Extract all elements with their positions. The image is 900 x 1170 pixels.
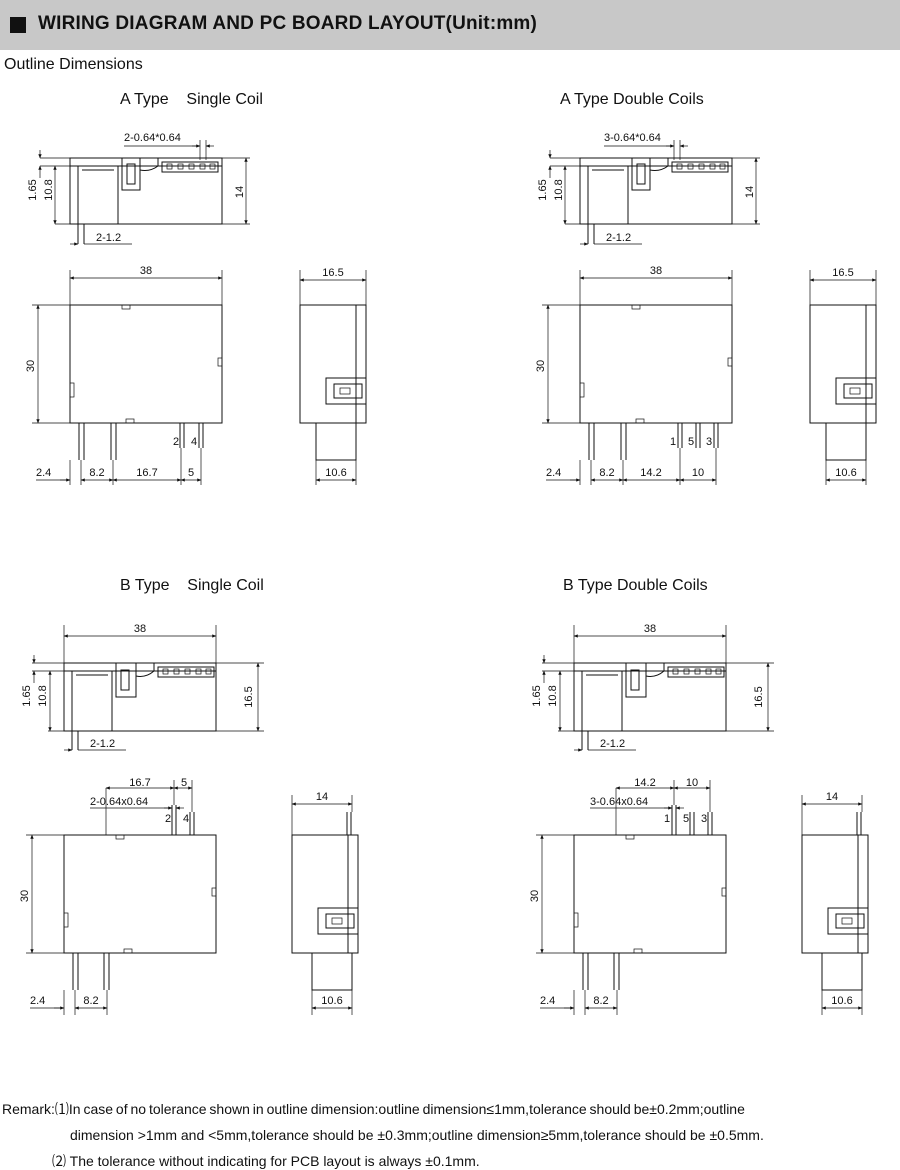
a-type-double-coils: A Type Double Coils 3-0.64*0.64 1.65 10.… (535, 91, 877, 485)
dim-8-2: 8.2 (89, 467, 104, 479)
dim-height: 16.5 (243, 686, 255, 707)
dim-8-2: 8.2 (83, 995, 98, 1007)
dim-height: 14 (744, 186, 756, 198)
front-view: 38 30 2.4 8.2 14.2 10 1 5 3 (535, 265, 733, 485)
dim-depth: 30 (19, 890, 31, 902)
remark-line-3: ⑵ The tolerance without indicating for P… (52, 1153, 480, 1169)
diagram-title: B Type Double Coils (563, 577, 708, 594)
dim-2-4: 2.4 (546, 467, 561, 479)
dim-1-65: 1.65 (537, 179, 549, 200)
diagram-title: A Type Double Coils (560, 91, 704, 108)
dim-16-7: 16.7 (136, 467, 157, 479)
diagram-title: B Type Single Coil (120, 577, 264, 594)
remark-line-1: Remark:⑴In case of no tolerance shown in… (2, 1101, 745, 1117)
dim-10: 10 (686, 777, 698, 789)
dim-16-7: 16.7 (129, 777, 150, 789)
outline-drawings: A Type Single Coil 2-0.64*0.64 1.65 10.8… (19, 91, 877, 1015)
dim-1-65: 1.65 (21, 685, 33, 706)
side-view: 14 10.6 (801, 791, 869, 1015)
front-view: 38 30 2.4 8.2 16.7 5 2 4 (25, 265, 223, 485)
dim-depth: 30 (25, 360, 37, 372)
diagram-title: A Type Single Coil (120, 91, 263, 108)
dim-8-2: 8.2 (593, 995, 608, 1007)
dim-pitch: 2-1.2 (606, 232, 631, 244)
pin-label: 1 (670, 436, 676, 448)
dim-1-65: 1.65 (531, 685, 543, 706)
pin-label: 3 (706, 436, 712, 448)
dim-width: 38 (140, 265, 152, 277)
dim-width: 38 (134, 623, 146, 635)
section-header: WIRING DIAGRAM AND PC BOARD LAYOUT(Unit:… (0, 0, 900, 50)
dim-pitch: 2-1.2 (600, 738, 625, 750)
dim-width: 38 (650, 265, 662, 277)
pin-label: 4 (191, 436, 197, 448)
dim-2-4: 2.4 (36, 467, 51, 479)
pin-size-label: 3-0.64*0.64 (604, 132, 661, 144)
dim-side-b: 10.6 (321, 995, 342, 1007)
pin-label: 2 (173, 436, 179, 448)
top-view: 2-0.64*0.64 1.65 10.8 14 2-1.2 (27, 132, 250, 246)
b-type-double-coils: B Type Double Coils 38 1.65 10.8 16.5 2-… (529, 577, 869, 1015)
dim-depth: 30 (535, 360, 547, 372)
dim-2-4: 2.4 (30, 995, 45, 1007)
remark-line-2: dimension >1mm and <5mm,tolerance should… (70, 1127, 764, 1143)
dim-width: 38 (644, 623, 656, 635)
dim-10-8: 10.8 (43, 179, 55, 200)
dim-10-8: 10.8 (547, 685, 559, 706)
front-view: 14.2 10 3-0.64x0.64 1 5 3 30 2.4 8.2 (529, 777, 727, 1015)
top-view: 38 1.65 10.8 16.5 2-1.2 (531, 623, 774, 752)
dim-10-8: 10.8 (553, 179, 565, 200)
pin-size-label: 2-0.64x0.64 (90, 796, 148, 808)
dim-8-2: 8.2 (599, 467, 614, 479)
dim-side-b: 10.6 (831, 995, 852, 1007)
dim-14-2: 14.2 (640, 467, 661, 479)
pin-size-label: 2-0.64*0.64 (124, 132, 181, 144)
top-view: 3-0.64*0.64 1.65 10.8 14 2-1.2 (537, 132, 760, 246)
dim-14-2: 14.2 (634, 777, 655, 789)
dim-pitch: 2-1.2 (90, 738, 115, 750)
pin-label: 1 (664, 813, 670, 825)
square-bullet-icon (10, 17, 26, 33)
side-view: 14 10.6 (291, 791, 359, 1015)
section-subtitle: Outline Dimensions (4, 56, 143, 73)
pin-label: 4 (183, 813, 189, 825)
pin-label: 3 (701, 813, 707, 825)
dim-side-b: 10.6 (835, 467, 856, 479)
dim-10-8: 10.8 (37, 685, 49, 706)
dim-height: 16.5 (753, 686, 765, 707)
dim-depth: 30 (529, 890, 541, 902)
a-type-single-coil: A Type Single Coil 2-0.64*0.64 1.65 10.8… (25, 91, 367, 485)
dim-5: 5 (181, 777, 187, 789)
pin-size-label: 3-0.64x0.64 (590, 796, 648, 808)
dim-height: 14 (234, 186, 246, 198)
dim-side: 16.5 (322, 267, 343, 279)
dim-side: 16.5 (832, 267, 853, 279)
dim-5: 5 (188, 467, 194, 479)
dim-2-4: 2.4 (540, 995, 555, 1007)
pin-label: 5 (688, 436, 694, 448)
dim-side-b: 10.6 (325, 467, 346, 479)
side-view: 16.5 10.6 (299, 267, 367, 485)
top-view: 38 1.65 10.8 16.5 2-1.2 (21, 623, 264, 752)
pin-label: 5 (683, 813, 689, 825)
dim-side: 14 (826, 791, 838, 803)
pin-label: 2 (165, 813, 171, 825)
dim-10: 10 (692, 467, 704, 479)
page-title: WIRING DIAGRAM AND PC BOARD LAYOUT(Unit:… (38, 13, 538, 34)
front-view: 16.7 5 2-0.64x0.64 2 4 30 2.4 8.2 (19, 777, 217, 1015)
dim-pitch: 2-1.2 (96, 232, 121, 244)
b-type-single-coil: B Type Single Coil 38 1.65 10.8 16.5 2-1… (19, 577, 359, 1015)
dim-1-65: 1.65 (27, 179, 39, 200)
dim-side: 14 (316, 791, 328, 803)
side-view: 16.5 10.6 (809, 267, 877, 485)
